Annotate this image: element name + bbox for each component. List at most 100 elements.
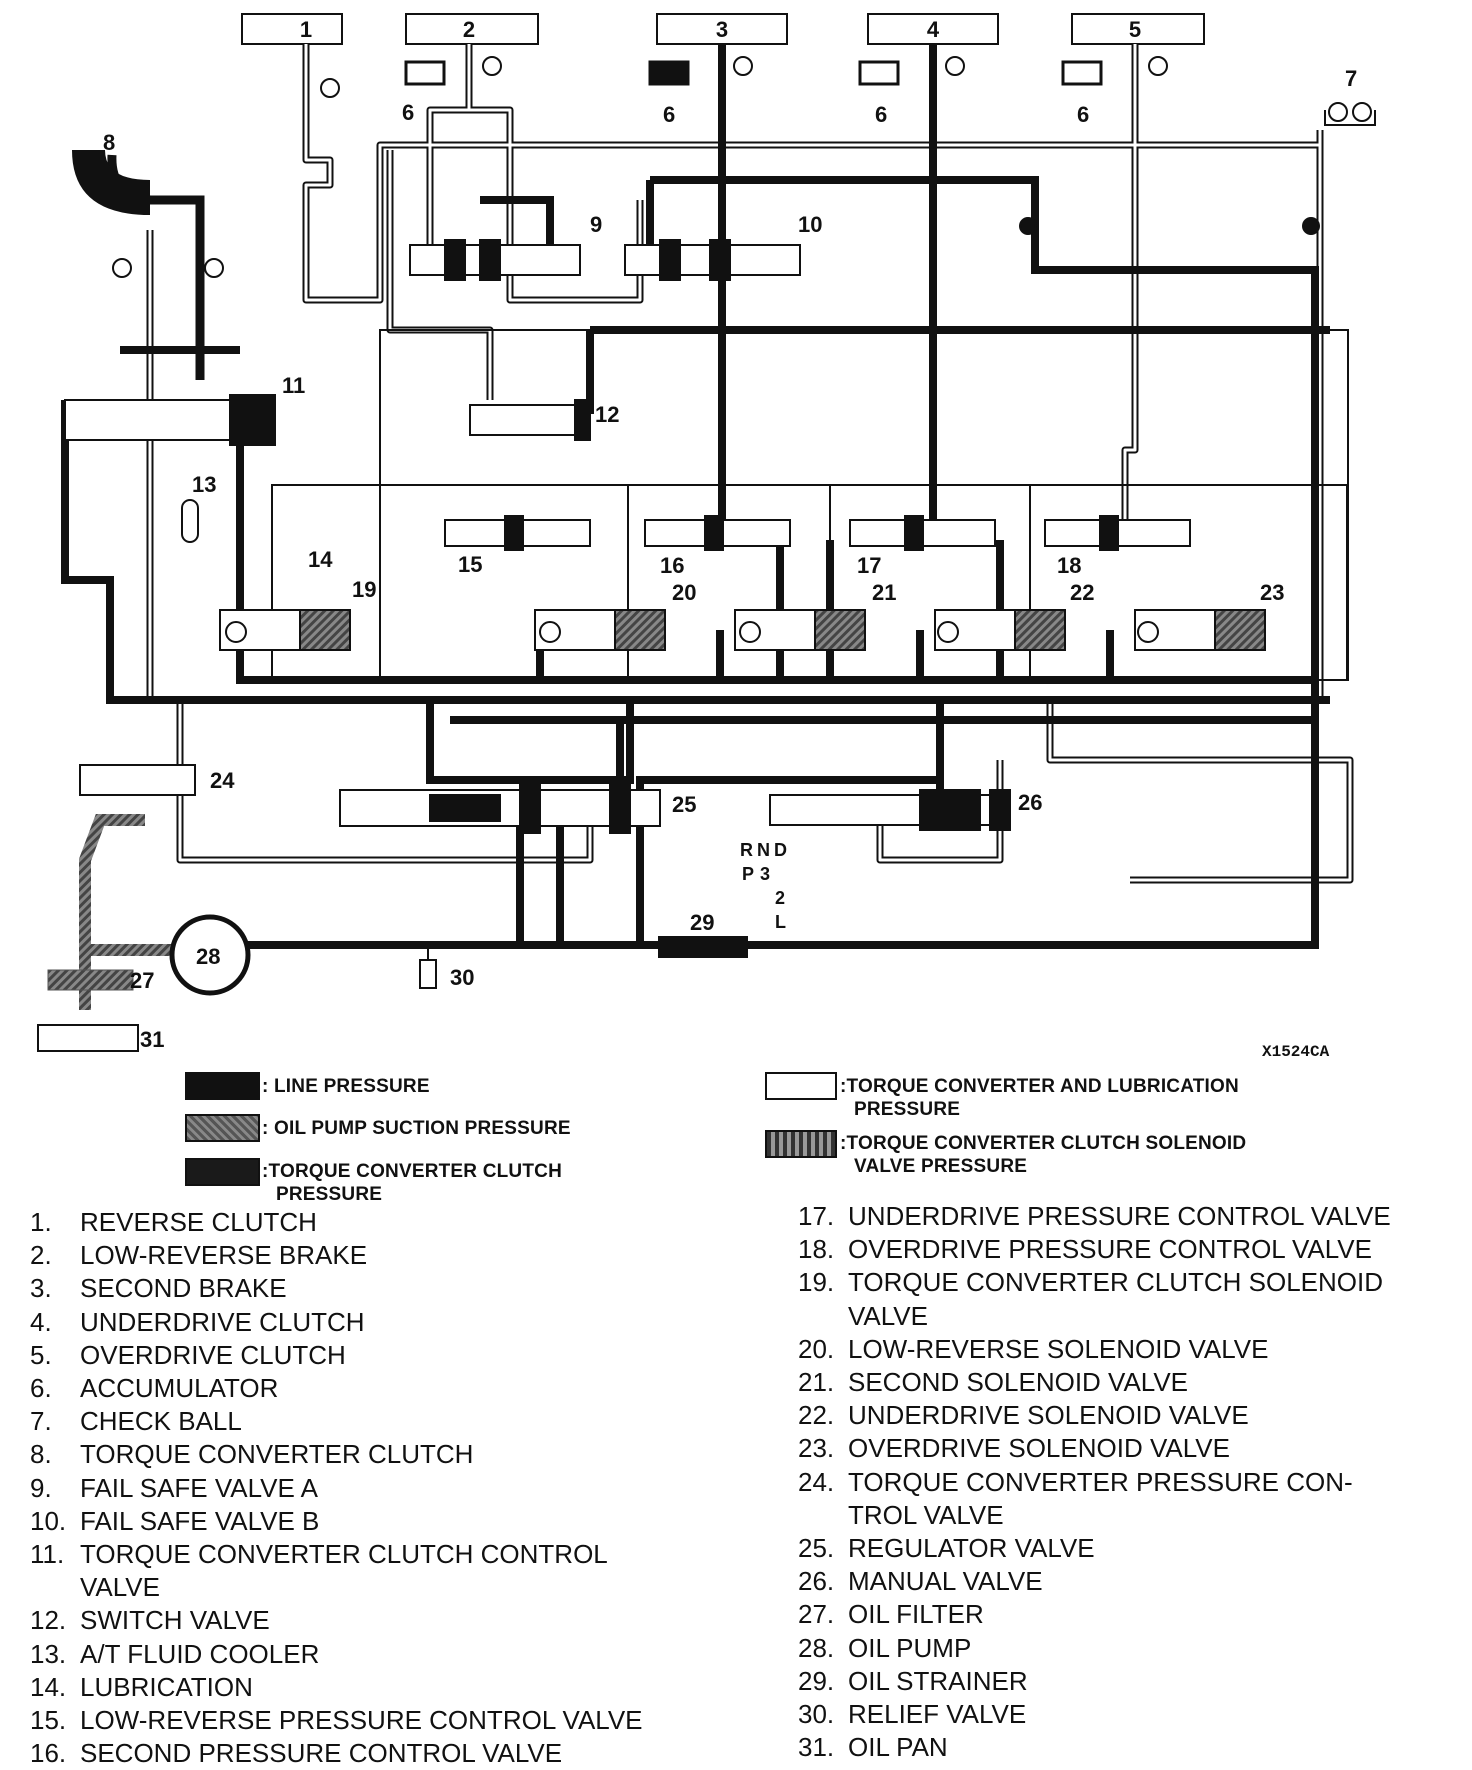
callout-25: 25 <box>672 792 696 817</box>
callout-6b: 6 <box>663 102 675 127</box>
check-ball <box>1324 102 1376 126</box>
box-underdrive-clutch <box>867 13 999 45</box>
list-item: 16.SECOND PRESSURE CONTROL VALVE <box>30 1738 563 1769</box>
callout-31: 31 <box>140 1027 164 1052</box>
callout-27: 27 <box>130 968 154 993</box>
hydraulic-circuit-diagram: 1 2 3 4 5 <box>37 13 1376 1052</box>
accumulator-5 <box>1061 60 1103 86</box>
callout-6a: 6 <box>402 100 414 125</box>
list-item: 2.LOW-REVERSE BRAKE <box>30 1240 368 1271</box>
list-item: TROL VALVE <box>848 1499 1004 1530</box>
top-label-5: 5 <box>1129 17 1141 42</box>
callout-16: 16 <box>660 553 684 578</box>
accumulator-2 <box>404 60 446 86</box>
legend-tcc-pressure-2: PRESSURE <box>276 1184 383 1205</box>
list-item: 25.REGULATOR VALVE <box>798 1533 1095 1564</box>
list-item: 1.REVERSE CLUTCH <box>30 1207 317 1237</box>
pos-2: 2 <box>775 888 785 908</box>
legend-swatch-lube <box>765 1072 837 1100</box>
list-item: 23.OVERDRIVE SOLENOID VALVE <box>798 1433 1230 1464</box>
callout-20: 20 <box>672 580 696 605</box>
pos-3: 3 <box>760 864 770 884</box>
list-item: VALVE <box>80 1572 160 1603</box>
callout-19: 19 <box>352 577 376 602</box>
list-item: 30.RELIEF VALVE <box>798 1699 1027 1730</box>
callout-12: 12 <box>595 402 619 427</box>
pos-d: D <box>774 840 787 860</box>
list-item: 17.UNDERDRIVE PRESSURE CONTROL VALVE <box>798 1201 1391 1231</box>
callout-23: 23 <box>1260 580 1284 605</box>
list-item: 6.ACCUMULATOR <box>30 1373 279 1404</box>
list-item: 10.FAIL SAFE VALVE B <box>30 1505 320 1536</box>
callout-24: 24 <box>210 768 235 793</box>
callout-26: 26 <box>1018 790 1042 815</box>
relief-valve <box>419 945 437 989</box>
parts-list-right: 17.UNDERDRIVE PRESSURE CONTROL VALVE 18.… <box>798 1200 1391 1764</box>
list-item: 12.SWITCH VALVE <box>30 1605 270 1636</box>
legend-tcc-solenoid-1: :TORQUE CONVERTER CLUTCH SOLENOID <box>840 1133 1247 1154</box>
lube-passages-inner <box>120 44 1352 882</box>
legend-lube-2: PRESSURE <box>854 1099 961 1120</box>
list-item: 18.OVERDRIVE PRESSURE CONTROL VALVE <box>798 1234 1372 1265</box>
top-label-3: 3 <box>716 17 728 42</box>
callout-8: 8 <box>103 130 115 155</box>
top-label-1: 1 <box>300 17 312 42</box>
pos-n: N <box>757 840 770 860</box>
callout-6d: 6 <box>1077 102 1089 127</box>
callout-9: 9 <box>590 212 602 237</box>
callout-14: 14 <box>308 547 333 572</box>
list-item: 4.UNDERDRIVE CLUTCH <box>30 1306 365 1337</box>
line-pressure-passages <box>61 44 1330 949</box>
callout-10: 10 <box>798 212 822 237</box>
callout-21: 21 <box>872 580 896 605</box>
accumulators <box>404 60 1103 86</box>
list-item: 9.FAIL SAFE VALVE A <box>30 1472 318 1503</box>
oil-filter <box>47 969 134 991</box>
lube-passages <box>120 44 1354 884</box>
pos-r: R <box>740 840 753 860</box>
list-item: 24.TORQUE CONVERTER PRESSURE CON- <box>798 1466 1353 1497</box>
legend-tcc-pressure-1: :TORQUE CONVERTER CLUTCH <box>262 1161 563 1182</box>
callout-22: 22 <box>1070 580 1094 605</box>
oil-strainer <box>658 936 748 958</box>
oil-pump <box>169 914 251 996</box>
list-item: 7.CHECK BALL <box>30 1406 242 1437</box>
legend-swatch-tcc <box>185 1158 260 1186</box>
tc-pressure-control-valve <box>79 764 196 796</box>
callout-28: 28 <box>196 944 220 969</box>
callout-18: 18 <box>1057 553 1081 578</box>
list-item: 26.MANUAL VALVE <box>798 1566 1043 1597</box>
legend-swatch-tcc-solenoid <box>765 1130 837 1158</box>
figure-id: X1524CA <box>1262 1043 1330 1061</box>
switch-valve <box>469 404 591 436</box>
fluid-cooler <box>181 499 199 543</box>
torque-converter-clutch <box>72 150 150 215</box>
list-item: 31.OIL PAN <box>798 1732 948 1763</box>
legend-swatch-line <box>185 1072 260 1100</box>
legend-swatch-suction <box>185 1114 260 1142</box>
oil-pan <box>37 1024 139 1052</box>
list-item: 15.LOW-REVERSE PRESSURE CONTROL VALVE <box>30 1705 643 1736</box>
list-item: 29.OIL STRAINER <box>798 1665 1028 1696</box>
top-label-2: 2 <box>463 17 475 42</box>
list-item: 20.LOW-REVERSE SOLENOID VALVE <box>798 1333 1269 1364</box>
callout-15: 15 <box>458 552 482 577</box>
parts-list-left: 1.REVERSE CLUTCH 2.LOW-REVERSE BRAKE 3.S… <box>30 1206 643 1770</box>
accumulator-3 <box>648 60 690 86</box>
pos-p: P <box>742 864 754 884</box>
list-item: 3.SECOND BRAKE <box>30 1273 287 1304</box>
legend-tcc-solenoid-2: VALVE PRESSURE <box>854 1156 1028 1177</box>
accumulator-4 <box>858 60 900 86</box>
list-item: 11.TORQUE CONVERTER CLUTCH CONTROL <box>30 1539 608 1570</box>
callout-13: 13 <box>192 472 216 497</box>
callout-11: 11 <box>282 373 305 398</box>
legend-line-pressure: : LINE PRESSURE <box>262 1076 430 1097</box>
list-item: 19.TORQUE CONVERTER CLUTCH SOLENOID <box>798 1267 1384 1298</box>
callout-17: 17 <box>857 553 881 578</box>
list-item: 21.SECOND SOLENOID VALVE <box>798 1367 1189 1398</box>
top-label-4: 4 <box>927 17 940 42</box>
legend-oil-pump-suction: : OIL PUMP SUCTION PRESSURE <box>262 1118 571 1139</box>
pos-l: L <box>775 912 786 932</box>
list-item: 13.A/T FLUID COOLER <box>30 1638 320 1669</box>
callout-6c: 6 <box>875 102 887 127</box>
